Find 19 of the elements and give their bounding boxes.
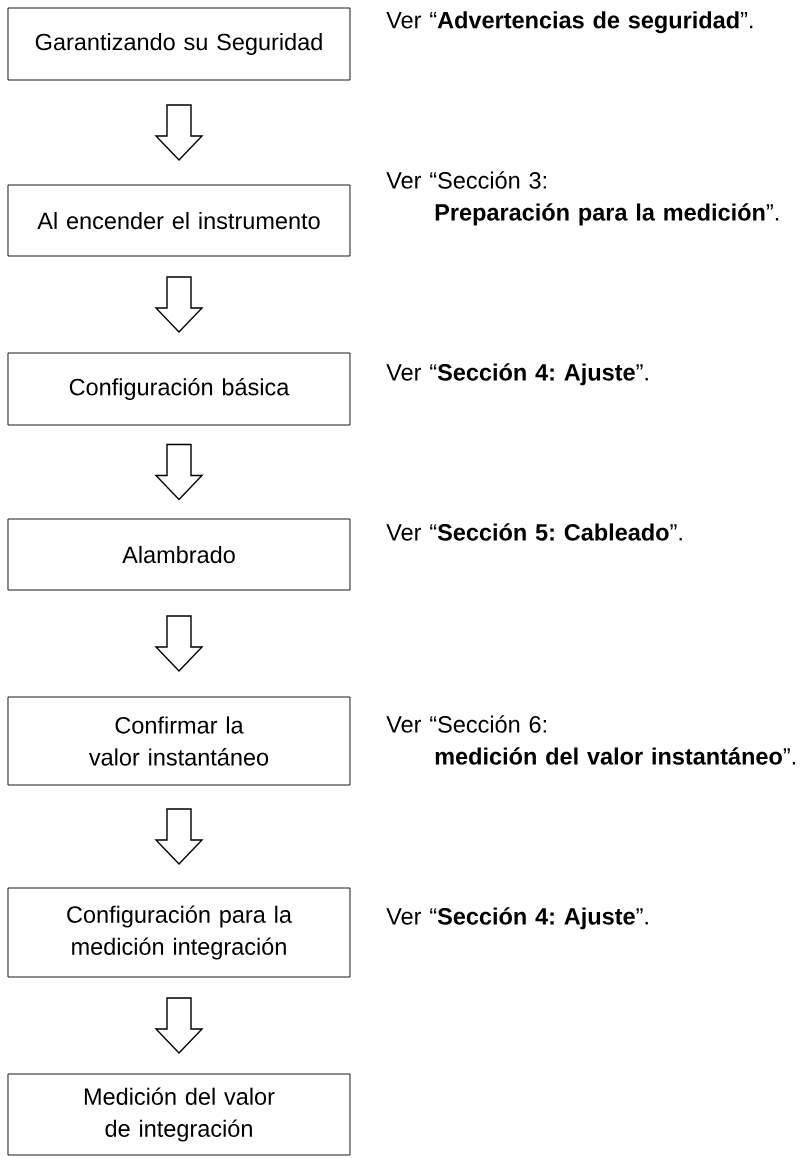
process-box: Medición del valor de integración (7, 1073, 351, 1156)
reference-note: Ver “Sección 6: medición del valor instantáneo”. (386, 715, 796, 765)
reference-note: Ver “Sección 4: Ajuste”. (386, 907, 648, 930)
process-box: Alambrado (7, 518, 351, 591)
process-box: Configuración para la medición integración (7, 887, 351, 978)
reference-note: Ver “Sección 4: Ajuste”. (386, 363, 648, 386)
block-arrow (154, 276, 204, 334)
process-box: Al encender el instrumento (7, 184, 351, 257)
reference-note: Ver “Sección 3: Preparación para la medición”. (386, 171, 779, 226)
block-arrow (154, 997, 204, 1054)
block-arrow (154, 808, 204, 865)
block-arrow (154, 615, 204, 672)
process-box: Configuración básica (7, 352, 351, 426)
block-arrow (154, 443, 204, 501)
block-arrow (154, 104, 204, 161)
reference-note: Ver “Sección 5: Cableado”. (386, 523, 682, 541)
process-box: Confirmar la valor instantáneo (7, 696, 351, 786)
reference-note: Ver “Advertencias de seguridad”. (386, 11, 753, 34)
process-box: Garantizando su Seguridad (7, 7, 351, 81)
